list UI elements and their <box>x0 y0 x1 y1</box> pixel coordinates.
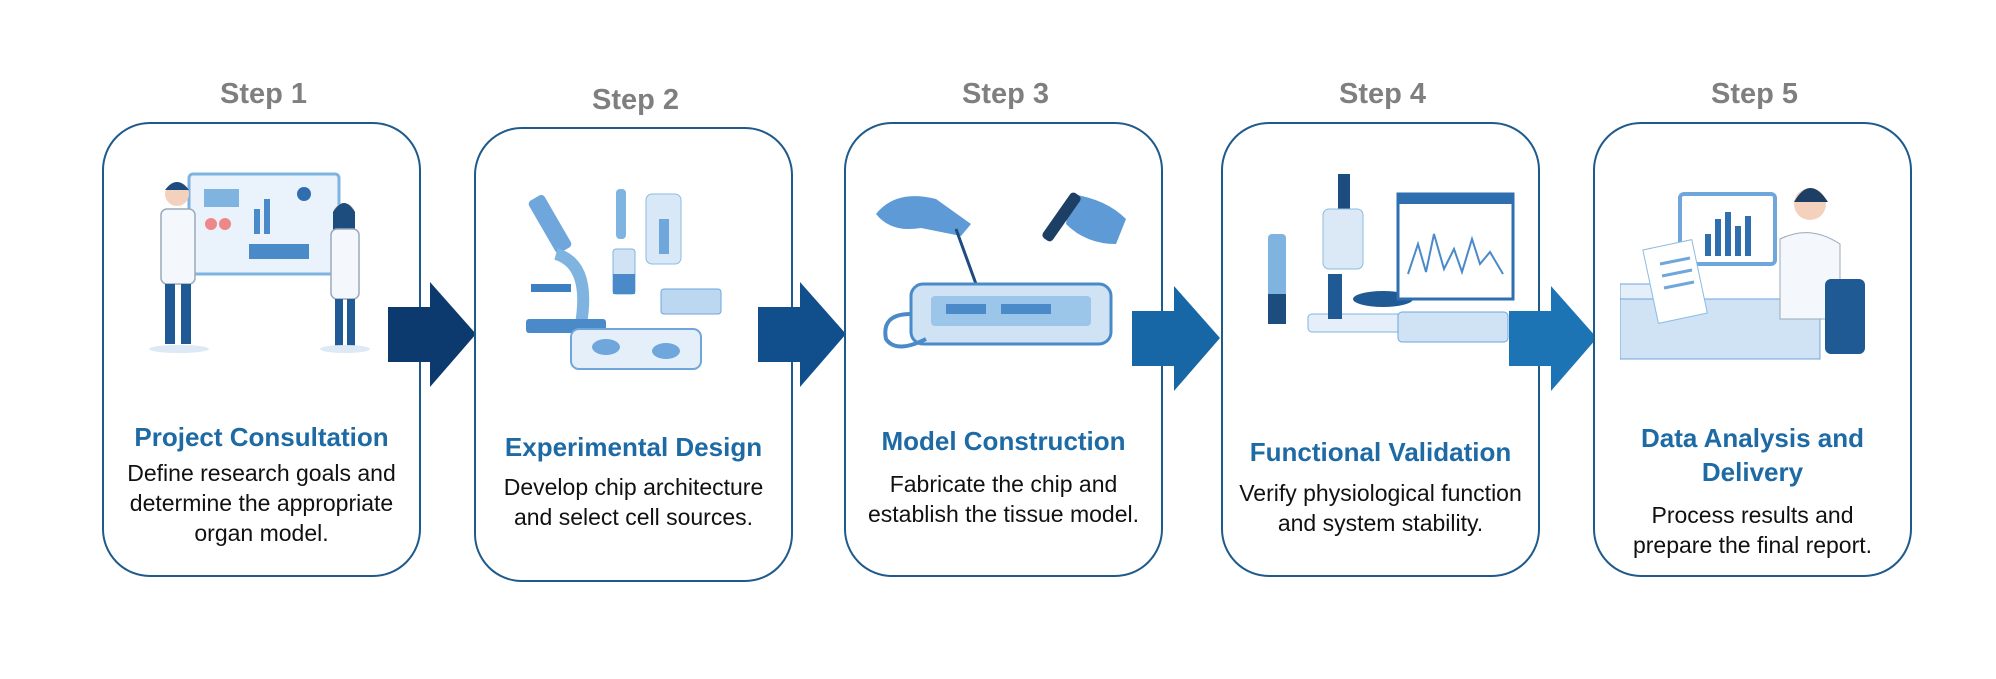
desc-line: prepare the final report. <box>1632 532 1873 558</box>
arrow-right-icon <box>1132 286 1220 391</box>
step-5-card: Data Analysis and Delivery Process resul… <box>1593 122 1912 577</box>
desc-line: organ model. <box>194 520 329 546</box>
title-line: Data Analysis and <box>1640 423 1864 453</box>
step-2-label: Step 2 <box>591 84 680 116</box>
step-5-label: Step 5 <box>1710 78 1799 110</box>
desc-line: and select cell sources. <box>513 504 754 530</box>
step-1-desc: Define research goals and determine the … <box>104 458 419 548</box>
desc-line: Process results and <box>1651 502 1854 528</box>
desc-line: determine the appropriate <box>129 490 394 516</box>
title-line: Delivery <box>1701 457 1804 487</box>
arrow-right-icon <box>388 282 476 387</box>
step-4-title: Functional Validation <box>1249 437 1512 467</box>
step-2-card: Experimental Design Develop chip archite… <box>474 127 793 582</box>
desc-line: Verify physiological function <box>1239 480 1522 506</box>
validation-microscope-illustration <box>1268 174 1515 343</box>
step-3-card: Model Construction Fabricate the chip an… <box>844 122 1163 577</box>
step-3-title: Model Construction <box>881 426 1126 456</box>
step-4-desc: Verify physiological function and system… <box>1223 478 1538 538</box>
arrow-right-icon <box>1509 286 1597 391</box>
step-3-desc: Fabricate the chip and establish the tis… <box>846 469 1161 529</box>
step-4-card: Functional Validation Verify physiologic… <box>1221 122 1540 577</box>
desc-line: and system stability. <box>1277 510 1484 536</box>
data-analysis-illustration <box>1620 188 1865 360</box>
desc-line: establish the tissue model. <box>867 501 1140 527</box>
desc-line: Develop chip architecture <box>503 474 764 500</box>
step-2-title: Experimental Design <box>504 432 763 462</box>
arrow-right-icon <box>758 282 846 387</box>
desc-line: Define research goals and <box>127 460 396 486</box>
step-1-title: Project Consultation <box>134 422 389 452</box>
step-1-label: Step 1 <box>219 78 308 110</box>
microscope-lab-illustration <box>526 189 722 370</box>
step-3-label: Step 3 <box>961 78 1050 110</box>
step-5-desc: Process results and prepare the final re… <box>1595 500 1910 560</box>
step-1-card: Project Consultation Define research goa… <box>102 122 421 577</box>
step-2-desc: Develop chip architecture and select cel… <box>476 472 791 532</box>
step-4-label: Step 4 <box>1338 78 1427 110</box>
step-5-title: Data Analysis and Delivery <box>1595 421 1910 489</box>
desc-line: Fabricate the chip and <box>889 471 1118 497</box>
consultation-illustration <box>149 172 370 353</box>
chip-fabrication-illustration <box>876 192 1126 349</box>
